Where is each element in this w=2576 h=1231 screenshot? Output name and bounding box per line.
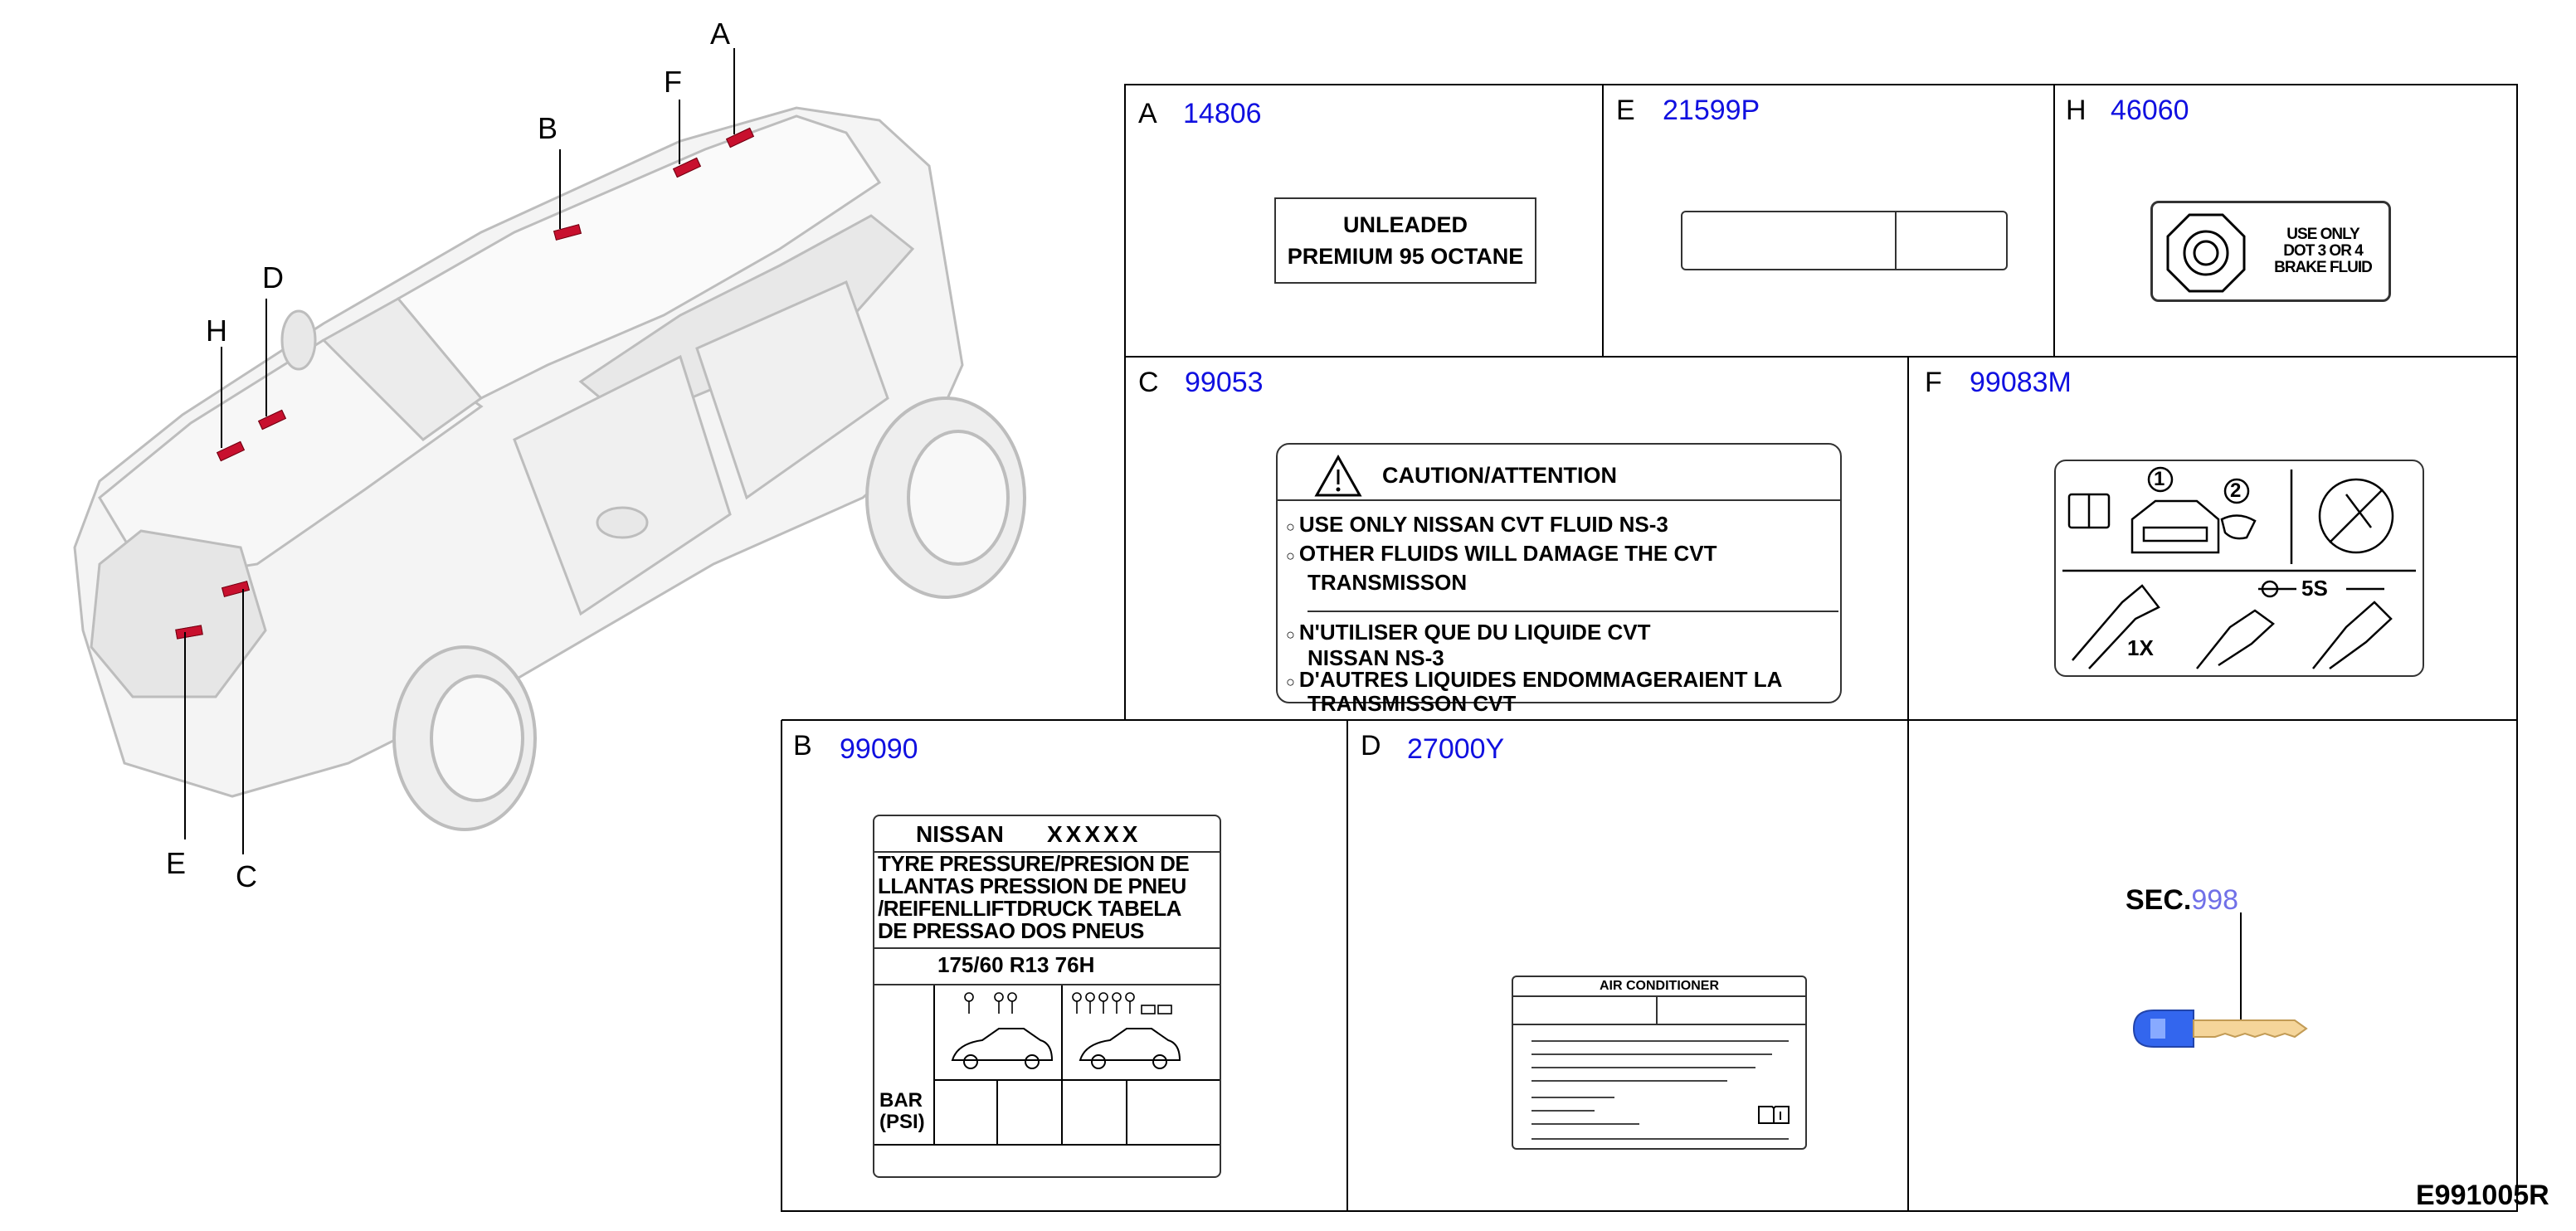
refuel-instructions-svg xyxy=(2062,466,2416,670)
vehicle-outline-svg xyxy=(73,106,1026,831)
panel-d-text-line xyxy=(1531,1138,1789,1140)
panel-h-label-text: USE ONLY DOT 3 OR 4 BRAKE FLUID xyxy=(2261,226,2385,276)
panel-c-mid-rule xyxy=(1307,611,1838,612)
callout-e: E xyxy=(166,846,187,880)
callout-d: D xyxy=(262,260,284,294)
panel-c-letter: C xyxy=(1138,367,1159,398)
panel-d-text-line xyxy=(1531,1110,1595,1112)
callout-h: H xyxy=(206,314,227,348)
panel-d-rule-1 xyxy=(1513,995,1805,997)
panel-c-line-6: ○ D'AUTRES LIQUIDES ENDOMMAGERAIENT LA xyxy=(1286,667,1783,692)
sec-leader xyxy=(2240,912,2242,1029)
panel-d-part-number[interactable]: 27000Y xyxy=(1407,733,1505,765)
panel-b-letter: B xyxy=(793,730,812,761)
panel-f-count: 1X xyxy=(2127,635,2154,660)
panel-d-text-line xyxy=(1531,1097,1614,1098)
panel-f-part-number[interactable]: 99083M xyxy=(1970,367,2072,398)
callout-f: F xyxy=(664,65,682,99)
panel-f-refuel-label: 1 2 5S 1X xyxy=(2054,460,2424,677)
leader-b xyxy=(559,149,561,229)
panel-f-step-1: 1 xyxy=(2154,468,2165,490)
panel-a-part-number[interactable]: 14806 xyxy=(1183,98,1262,129)
panel-c-line-3: TRANSMISSON xyxy=(1307,570,1468,595)
sec-prefix: SEC. xyxy=(2126,884,2192,916)
panel-b-line-2: LLANTAS PRESSION DE PNEU xyxy=(878,873,1186,898)
panel-c-part-number[interactable]: 99053 xyxy=(1185,367,1264,398)
leader-f xyxy=(679,100,680,164)
panel-d-letter: D xyxy=(1361,730,1381,761)
panel-b-head-left: NISSAN xyxy=(916,821,1004,847)
panel-b-unit-bar: BAR xyxy=(879,1089,923,1112)
sec-number: 998 xyxy=(2191,884,2239,916)
panel-f-letter: F xyxy=(1925,367,1942,398)
panel-c-caution-label: CAUTION/ATTENTION ○ USE ONLY NISSAN CVT … xyxy=(1276,443,1842,714)
panel-c-line-4: ○ N'UTILISER QUE DU LIQUIDE CVT xyxy=(1286,620,1651,645)
panel-c-line-1: ○ USE ONLY NISSAN CVT FLUID NS-3 xyxy=(1286,512,1668,537)
panel-e-letter: E xyxy=(1616,95,1635,126)
brake-reservoir-icon xyxy=(2166,213,2246,293)
panel-b-rule-1 xyxy=(874,851,1220,853)
panel-b-part-number[interactable]: 99090 xyxy=(840,733,918,765)
panel-a-fuel-label: UNLEADED PREMIUM 95 OCTANE xyxy=(1274,197,1536,284)
panel-a-label-line-2: PREMIUM 95 OCTANE xyxy=(1287,244,1524,269)
panel-h-label-line-3: BRAKE FLUID xyxy=(2274,259,2373,276)
panel-d-title: AIR CONDITIONER xyxy=(1600,979,1719,993)
panel-h-part-number[interactable]: 46060 xyxy=(2111,95,2189,126)
panel-c-title: CAUTION/ATTENTION xyxy=(1382,463,1617,488)
panel-d-text-line xyxy=(1531,1080,1727,1082)
manual-book-icon xyxy=(1758,1106,1790,1124)
panel-h-label-line-1: USE ONLY xyxy=(2286,226,2359,243)
panel-c-line-5: NISSAN NS-3 xyxy=(1307,645,1444,670)
panel-b-rule-2 xyxy=(874,947,1220,949)
leader-h xyxy=(221,347,222,448)
panel-h-brake-label: USE ONLY DOT 3 OR 4 BRAKE FLUID xyxy=(2150,201,2391,302)
panel-e-blank-label xyxy=(1681,211,2008,270)
panel-h-label-line-2: DOT 3 OR 4 xyxy=(2283,242,2364,260)
panel-b-tyre-label: NISSAN XXXXX TYRE PRESSURE/PRESION DE LL… xyxy=(873,815,1221,1178)
panel-b-rule-3 xyxy=(874,984,1220,985)
leader-d xyxy=(265,299,267,416)
panel-d-divider xyxy=(1656,995,1658,1024)
panel-h-letter: H xyxy=(2066,95,2087,126)
panel-e-divider xyxy=(1895,212,1897,269)
panel-d-text-line xyxy=(1531,1067,1755,1068)
panel-c-header-rule xyxy=(1278,499,1840,501)
panel-c-line-7: TRANSMISSON CVT xyxy=(1307,691,1517,716)
panel-f-time: 5S xyxy=(2301,576,2328,601)
leader-c xyxy=(242,589,244,854)
panel-d-ac-label: AIR CONDITIONER xyxy=(1512,976,1807,1150)
panel-b-tyre-size: 175/60 R13 76H xyxy=(937,952,1095,977)
callout-b: B xyxy=(538,111,558,145)
panel-b-line-3: /REIFENLLIFTDRUCK TABELA xyxy=(878,896,1181,921)
panel-a-letter: A xyxy=(1138,98,1157,129)
panel-d-text-line xyxy=(1531,1123,1639,1125)
panel-d-text-line xyxy=(1531,1053,1772,1055)
panel-d-text-line xyxy=(1531,1040,1789,1042)
panel-b-unit-psi: (PSI) xyxy=(879,1111,925,1133)
panel-b-pressure-table xyxy=(874,985,1220,1146)
vehicle-illustration xyxy=(50,50,1062,846)
panel-b-line-4: DE PRESSAO DOS PNEUS xyxy=(878,918,1144,943)
key-icon xyxy=(2132,1010,2308,1048)
leader-a xyxy=(733,48,735,134)
panel-c-line-2: ○ OTHER FLUIDS WILL DAMAGE THE CVT xyxy=(1286,541,1717,566)
panel-b-body: TYRE PRESSURE/PRESION DE LLANTAS PRESSIO… xyxy=(878,853,1218,942)
panel-b-line-1: TYRE PRESSURE/PRESION DE xyxy=(878,851,1190,876)
panel-b-head-right: XXXXX xyxy=(1047,821,1142,847)
diagram-id: E991005R xyxy=(2416,1180,2549,1211)
panel-e-part-number[interactable]: 21599P xyxy=(1663,95,1760,126)
panel-f-step-2: 2 xyxy=(2230,479,2242,502)
leader-e xyxy=(184,632,186,839)
panel-a-label-line-1: UNLEADED xyxy=(1342,212,1468,237)
panel-b-unit: BAR (PSI) xyxy=(879,1090,925,1133)
callout-a: A xyxy=(710,17,731,51)
panel-d-rule-2 xyxy=(1513,1024,1805,1025)
sec-reference[interactable]: SEC.998 xyxy=(2126,884,2238,917)
panel-c-body: ○ USE ONLY NISSAN CVT FLUID NS-3 ○ OTHER… xyxy=(1286,511,1838,716)
warning-triangle-icon xyxy=(1314,455,1362,497)
callout-c: C xyxy=(236,859,257,893)
